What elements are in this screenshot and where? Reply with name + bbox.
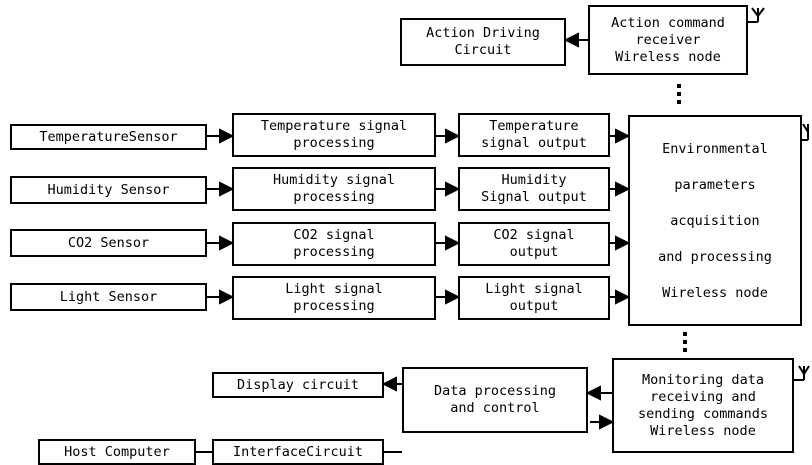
action-driving-label: Action Driving Circuit — [426, 25, 540, 58]
wireless-dots-bottom — [683, 332, 687, 352]
temperature-sensor-box: TemperatureSensor — [10, 124, 207, 150]
arrowhead — [615, 181, 631, 197]
monitoring-node-box: Monitoring data receiving and sending co… — [612, 358, 794, 453]
arrowhead — [585, 385, 601, 401]
temperature-processing-box: Temperature signal processing — [232, 113, 436, 157]
humidity-sensor-box: Humidity Sensor — [10, 176, 207, 204]
antenna-env-node-icon — [802, 123, 809, 141]
humidity-output-box: Humidity Signal output — [458, 167, 610, 211]
host-computer-box: Host Computer — [38, 439, 196, 465]
antenna-monitoring-icon — [794, 365, 810, 381]
arrowhead — [615, 128, 631, 144]
host-computer-label: Host Computer — [64, 443, 170, 460]
environmental-node-box: Environmental parameters acquisition and… — [628, 115, 802, 326]
humidity-processing-box: Humidity signal processing — [232, 167, 436, 211]
light-sensor-label: Light Sensor — [59, 288, 158, 305]
arrowhead — [599, 414, 615, 430]
arrowhead — [615, 289, 631, 305]
light-output-box: Light signal output — [458, 276, 610, 320]
wireless-dots-top — [677, 84, 681, 104]
temperature-output-label: Temperature signal output — [481, 118, 587, 151]
environmental-node-label: Environmental parameters acquisition and… — [658, 140, 772, 301]
arrowhead — [445, 181, 461, 197]
action-driving-circuit-box: Action Driving Circuit — [400, 18, 566, 66]
arrowhead — [219, 235, 235, 251]
arrowhead — [445, 128, 461, 144]
display-circuit-box: Display circuit — [212, 372, 384, 398]
co2-output-box: CO2 signal output — [458, 222, 610, 266]
arrowhead — [563, 32, 579, 48]
co2-sensor-label: CO2 Sensor — [67, 234, 150, 251]
connections-layer — [196, 7, 810, 453]
interface-circuit-box: InterfaceCircuit — [212, 439, 384, 465]
co2-processing-box: CO2 signal processing — [232, 222, 436, 266]
humidity-processing-label: Humidity signal processing — [273, 172, 395, 205]
arrowhead — [445, 235, 461, 251]
antenna-receiver-icon — [748, 7, 765, 23]
co2-output-label: CO2 signal output — [493, 227, 575, 260]
arrowhead — [381, 376, 397, 392]
humidity-output-label: Humidity Signal output — [481, 172, 587, 205]
humidity-sensor-label: Humidity Sensor — [47, 181, 170, 198]
temperature-output-box: Temperature signal output — [458, 113, 610, 157]
block-diagram: Action Driving Circuit Action command re… — [10, 5, 810, 465]
interface-circuit-label: InterfaceCircuit — [232, 443, 364, 460]
light-processing-label: Light signal processing — [285, 281, 383, 314]
arrowhead — [445, 289, 461, 305]
display-circuit-label: Display circuit — [237, 376, 359, 393]
co2-processing-label: CO2 signal processing — [293, 227, 375, 260]
arrowhead — [615, 235, 631, 251]
temperature-sensor-label: TemperatureSensor — [39, 128, 178, 145]
data-processing-label: Data processing and control — [434, 383, 556, 416]
arrowhead — [219, 128, 235, 144]
data-processing-box: Data processing and control — [402, 367, 588, 433]
monitoring-node-label: Monitoring data receiving and sending co… — [637, 371, 769, 439]
action-receiver-label: Action command receiver Wireless node — [611, 14, 725, 65]
light-output-label: Light signal output — [485, 281, 583, 314]
action-receiver-node-box: Action command receiver Wireless node — [588, 5, 748, 75]
light-processing-box: Light signal processing — [232, 276, 436, 320]
arrowhead — [219, 181, 235, 197]
light-sensor-box: Light Sensor — [10, 283, 207, 311]
co2-sensor-box: CO2 Sensor — [10, 229, 207, 257]
temperature-processing-label: Temperature signal processing — [260, 118, 408, 151]
arrowhead — [219, 289, 235, 305]
